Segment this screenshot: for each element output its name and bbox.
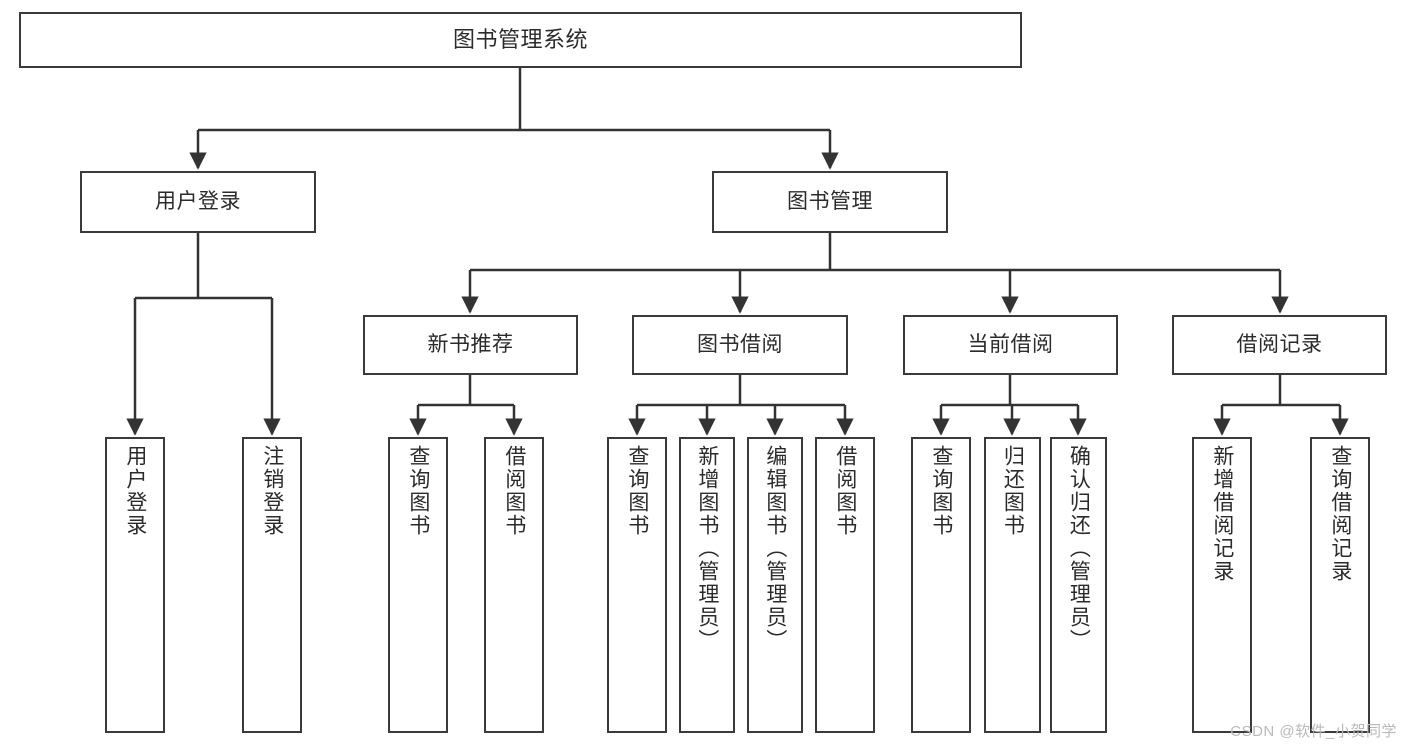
- node-leaf-borrow-book-2[interactable]: 借阅图书: [815, 437, 875, 733]
- node-leaf-user-logout-label: 注销登录: [260, 445, 284, 537]
- node-leaf-query-book-1-label: 查询图书: [406, 445, 430, 537]
- node-leaf-query-book-2[interactable]: 查询图书: [607, 437, 667, 733]
- node-new-book-recommend[interactable]: 新书推荐: [363, 315, 578, 375]
- node-book-manage-label: 图书管理: [787, 189, 873, 213]
- node-user-login[interactable]: 用户登录: [80, 171, 316, 233]
- node-borrow-record[interactable]: 借阅记录: [1172, 315, 1387, 375]
- node-book-manage[interactable]: 图书管理: [712, 171, 948, 233]
- node-new-book-recommend-label: 新书推荐: [427, 332, 514, 356]
- node-leaf-add-record[interactable]: 新增借阅记录: [1192, 437, 1252, 733]
- node-book-borrow[interactable]: 图书借阅: [632, 315, 848, 375]
- node-leaf-query-book-2-label: 查询图书: [625, 445, 649, 537]
- node-leaf-user-login-label: 用户登录: [123, 445, 147, 537]
- node-root-label: 图书管理系统: [452, 27, 588, 53]
- node-leaf-borrow-book-2-label: 借阅图书: [833, 445, 857, 537]
- node-borrow-record-label: 借阅记录: [1236, 332, 1323, 356]
- node-leaf-confirm-return-label: 确认归还（管理员）: [1067, 445, 1091, 652]
- node-leaf-query-record[interactable]: 查询借阅记录: [1310, 437, 1370, 733]
- node-leaf-user-logout[interactable]: 注销登录: [242, 437, 302, 733]
- node-root[interactable]: 图书管理系统: [19, 12, 1022, 68]
- node-leaf-return-book-label: 归还图书: [1001, 445, 1025, 537]
- node-current-borrow-label: 当前借阅: [967, 332, 1054, 356]
- node-leaf-confirm-return[interactable]: 确认归还（管理员）: [1050, 437, 1107, 733]
- node-leaf-return-book[interactable]: 归还图书: [984, 437, 1041, 733]
- node-leaf-add-book-label: 新增图书（管理员）: [695, 445, 719, 652]
- node-leaf-edit-book[interactable]: 编辑图书（管理员）: [747, 437, 803, 733]
- node-user-login-label: 用户登录: [155, 189, 241, 213]
- node-leaf-borrow-book-1[interactable]: 借阅图书: [484, 437, 544, 733]
- node-leaf-add-record-label: 新增借阅记录: [1210, 445, 1234, 583]
- node-leaf-query-book-3[interactable]: 查询图书: [911, 437, 971, 733]
- node-leaf-edit-book-label: 编辑图书（管理员）: [763, 445, 787, 652]
- node-leaf-user-login[interactable]: 用户登录: [105, 437, 165, 733]
- node-leaf-add-book[interactable]: 新增图书（管理员）: [679, 437, 735, 733]
- node-leaf-query-book-1[interactable]: 查询图书: [388, 437, 448, 733]
- node-leaf-borrow-book-1-label: 借阅图书: [502, 445, 526, 537]
- node-leaf-query-record-label: 查询借阅记录: [1328, 445, 1352, 583]
- watermark: CSDN @软件_小贺同学: [1230, 723, 1397, 740]
- node-current-borrow[interactable]: 当前借阅: [903, 315, 1118, 375]
- node-book-borrow-label: 图书借阅: [697, 332, 783, 356]
- node-leaf-query-book-3-label: 查询图书: [929, 445, 953, 537]
